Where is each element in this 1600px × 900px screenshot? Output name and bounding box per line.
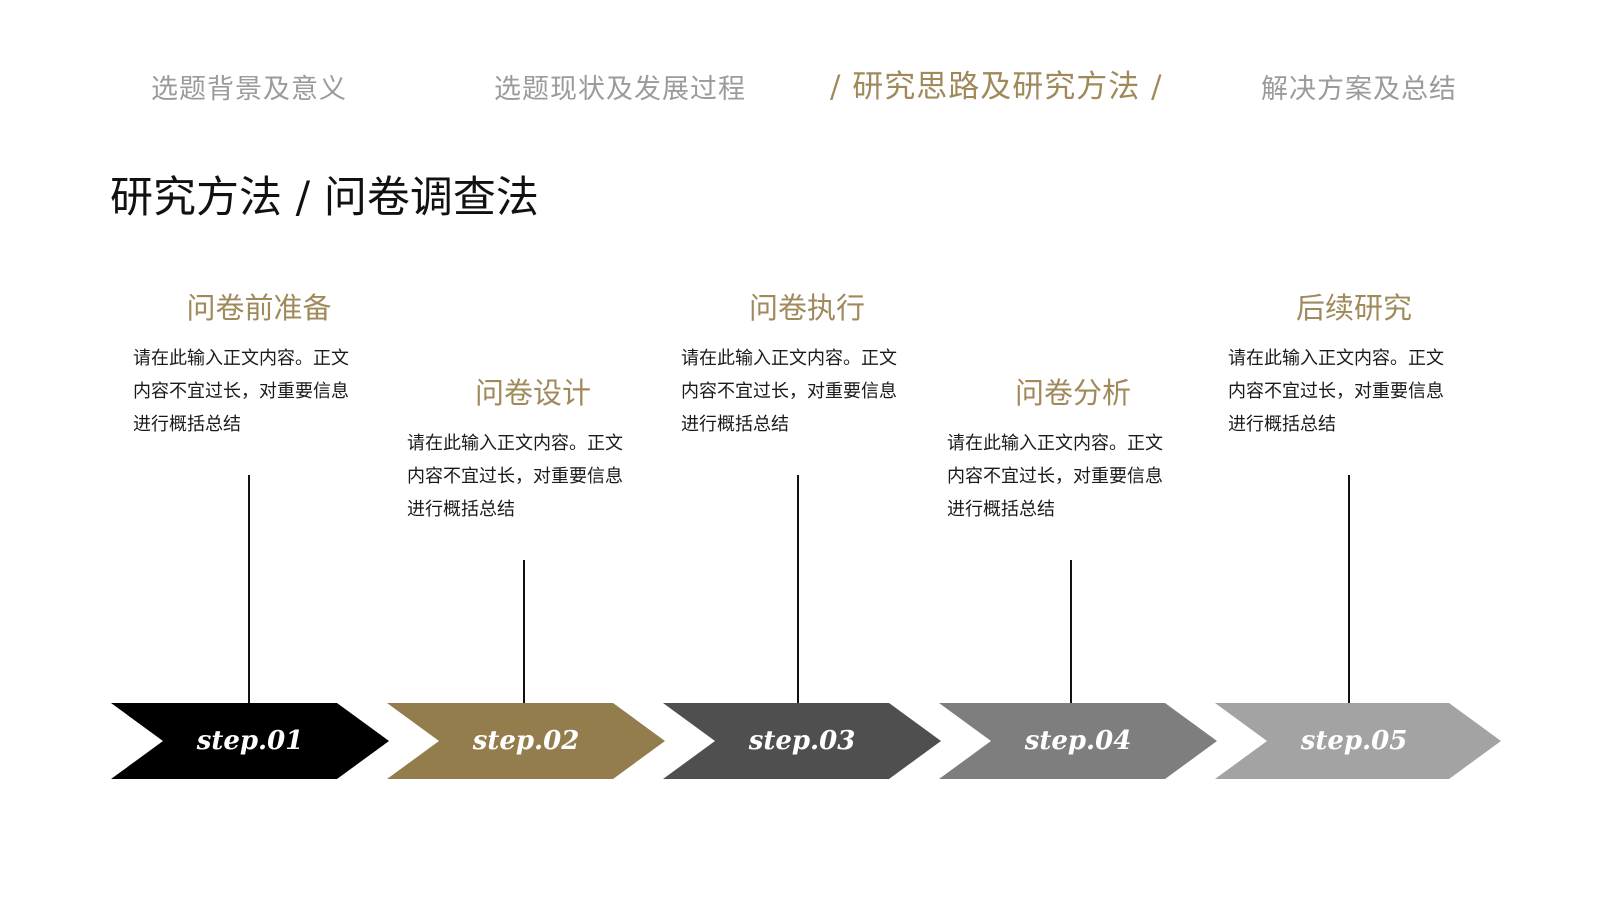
chevron-fill (939, 703, 1217, 779)
connector-line-1 (248, 475, 250, 703)
chevron-shape (387, 703, 665, 779)
step-description: 请在此输入正文内容。正文内容不宜过长，对重要信息进行概括总结 (681, 348, 897, 435)
connector-line-4 (1070, 560, 1072, 703)
step-description: 请在此输入正文内容。正文内容不宜过长，对重要信息进行概括总结 (133, 348, 349, 435)
step-label: step.03 (748, 726, 856, 756)
step-label: step.02 (472, 726, 580, 756)
chevron-fill (1215, 703, 1501, 779)
step-heading: 后续研究 (1295, 291, 1412, 325)
chevron-shape (939, 703, 1217, 779)
page-title: 研究方法 / 问卷调查法 (110, 173, 539, 223)
step-block-4: 问卷分析 请在此输入正文内容。正文内容不宜过长，对重要信息进行概括总结 (933, 373, 1213, 526)
step-heading: 问卷分析 (1014, 376, 1131, 410)
step-label: step.01 (196, 726, 304, 756)
step-heading: 问卷前准备 (186, 291, 332, 325)
step-block-3: 问卷执行 请在此输入正文内容。正文内容不宜过长，对重要信息进行概括总结 (667, 288, 947, 441)
step-heading: 问卷设计 (474, 376, 591, 410)
chevron-shape (111, 703, 389, 779)
chevron-shape (663, 703, 941, 779)
step-block-5: 后续研究 请在此输入正文内容。正文内容不宜过长，对重要信息进行概括总结 (1214, 288, 1494, 441)
step-block-1: 问卷前准备 请在此输入正文内容。正文内容不宜过长，对重要信息进行概括总结 (119, 288, 399, 441)
section-nav: 选题背景及意义 选题现状及发展过程 / 研究思路及研究方法 / 解决方案及总结 (0, 66, 1600, 114)
step-description: 请在此输入正文内容。正文内容不宜过长，对重要信息进行概括总结 (407, 433, 623, 520)
step-arrow-5[interactable]: step.05 (1215, 703, 1501, 779)
step-arrow-3[interactable]: step.03 (663, 703, 941, 779)
chevron-shape (1215, 703, 1501, 779)
step-arrow-2[interactable]: step.02 (387, 703, 665, 779)
chevron-fill (111, 703, 389, 779)
step-label: step.05 (1300, 726, 1408, 756)
nav-item-methods[interactable]: / 研究思路及研究方法 / (830, 69, 1163, 105)
nav-item-background[interactable]: 选题背景及意义 (151, 74, 347, 105)
step-description: 请在此输入正文内容。正文内容不宜过长，对重要信息进行概括总结 (947, 433, 1163, 520)
step-arrow-4[interactable]: step.04 (939, 703, 1217, 779)
step-description: 请在此输入正文内容。正文内容不宜过长，对重要信息进行概括总结 (1228, 348, 1444, 435)
chevron-fill (387, 703, 665, 779)
connector-line-5 (1348, 475, 1350, 703)
step-label: step.04 (1024, 726, 1132, 756)
connector-line-2 (523, 560, 525, 703)
connector-line-3 (797, 475, 799, 703)
chevron-fill (663, 703, 941, 779)
step-block-2: 问卷设计 请在此输入正文内容。正文内容不宜过长，对重要信息进行概括总结 (393, 373, 673, 526)
step-arrow-1[interactable]: step.01 (111, 703, 389, 779)
nav-item-status[interactable]: 选题现状及发展过程 (494, 74, 746, 105)
nav-item-solution[interactable]: 解决方案及总结 (1261, 74, 1457, 105)
step-heading: 问卷执行 (748, 291, 865, 325)
